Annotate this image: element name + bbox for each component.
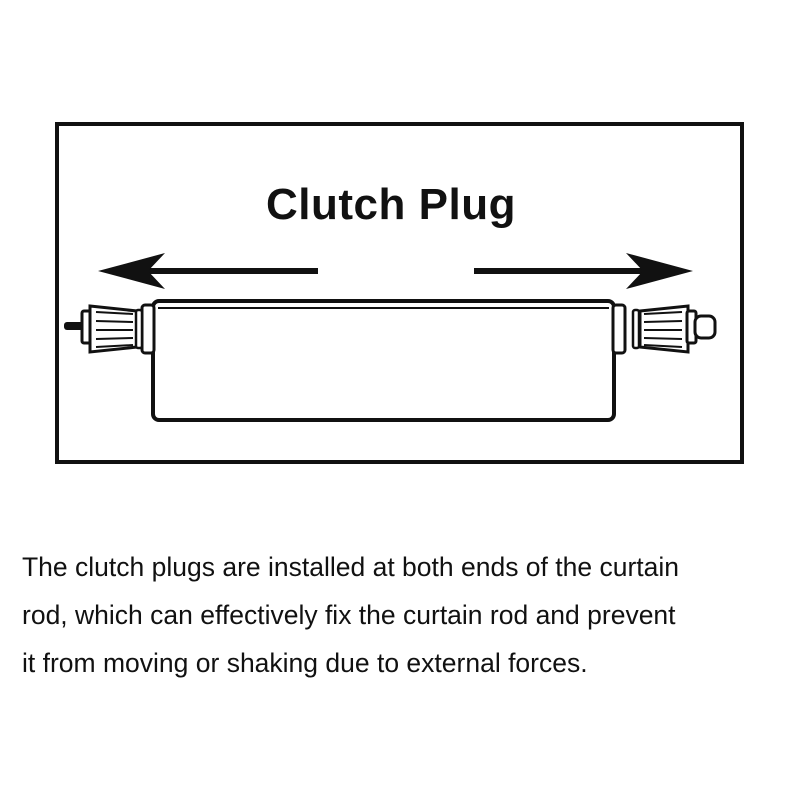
right-arrow-icon (474, 253, 693, 289)
right-rod-collar (611, 303, 627, 355)
curtain-rod (151, 299, 616, 422)
description-text: The clutch plugs are installed at both e… (22, 543, 792, 687)
left-arrow-icon (98, 253, 318, 289)
left-clutch-plug-icon (64, 304, 144, 354)
description-line: it from moving or shaking due to externa… (22, 648, 588, 678)
right-clutch-plug-icon (631, 304, 717, 354)
description-line: rod, which can effectively fix the curta… (22, 600, 676, 630)
left-rod-collar (140, 303, 156, 355)
diagram-title: Clutch Plug (266, 180, 516, 229)
description-line: The clutch plugs are installed at both e… (22, 552, 680, 582)
